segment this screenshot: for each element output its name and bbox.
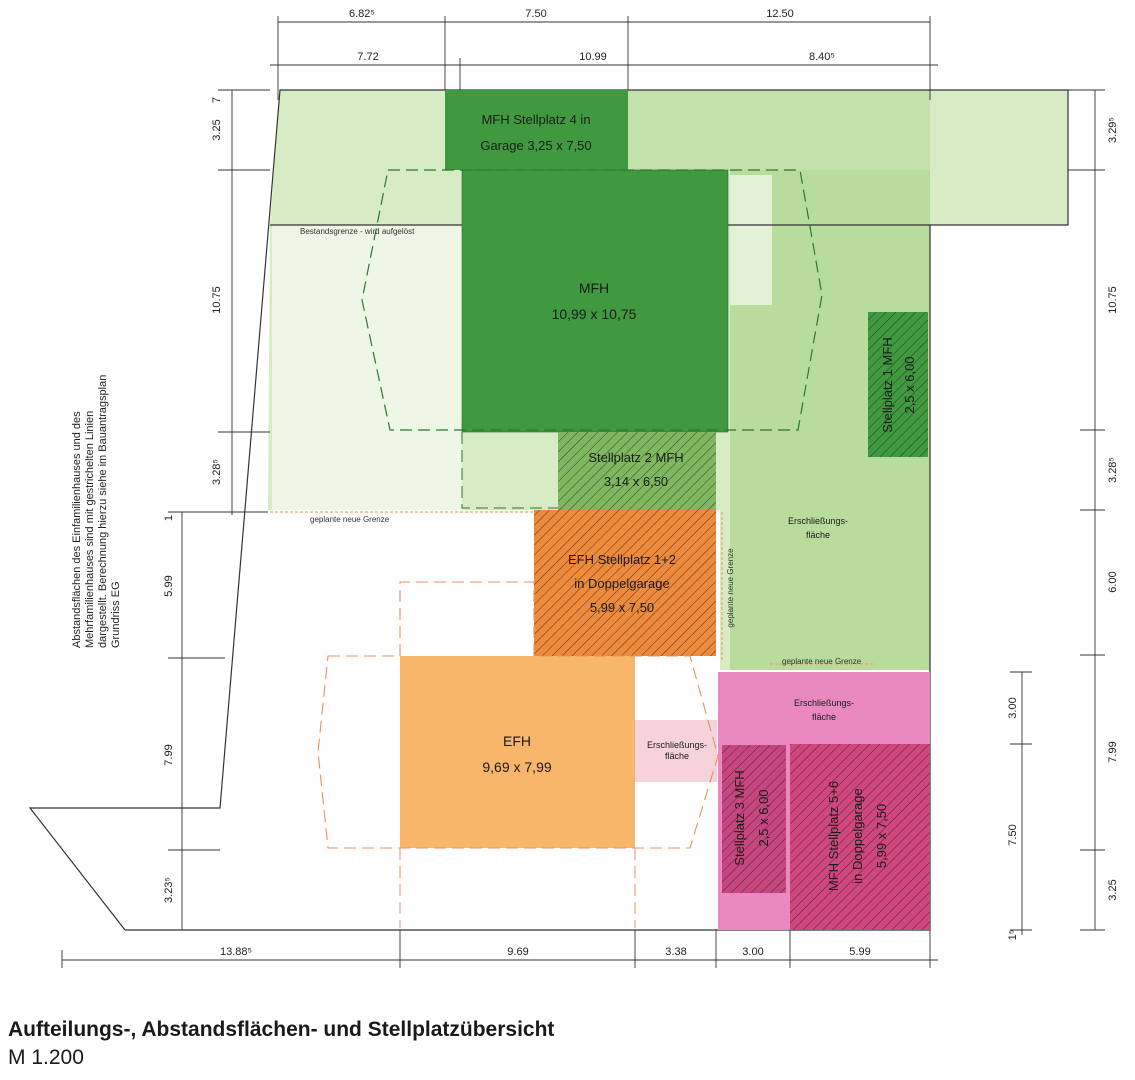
label-efh-line1: EFH bbox=[503, 733, 531, 749]
dim-left-4: 3.28⁵ bbox=[211, 459, 223, 485]
dim-right-inner-1: 3.00 bbox=[1007, 697, 1019, 718]
efh-doppelgarage-hatch bbox=[534, 510, 716, 656]
dim-top-2: 7.50 bbox=[525, 8, 546, 20]
dim-top-1: 6.82⁵ bbox=[349, 8, 375, 20]
dimension-lines bbox=[61, 16, 1105, 968]
dim-left-2: 3.25 bbox=[211, 119, 223, 140]
dim-left-3: 10.75 bbox=[211, 286, 223, 314]
side-note-line3: dargestellt. Berechnung hierzu siehe im … bbox=[97, 375, 109, 648]
dim-bottom-3: 3.38 bbox=[665, 946, 686, 958]
dim-top-3: 12.50 bbox=[766, 8, 794, 20]
label-mfh-line2: 10,99 x 10,75 bbox=[552, 306, 637, 322]
plan-title: Aufteilungs-, Abstandsflächen- und Stell… bbox=[8, 1018, 555, 1041]
label-stellplatz1-line2: 2,5 x 6,00 bbox=[902, 356, 917, 413]
mfh-building bbox=[461, 169, 729, 433]
side-note-line4: Grundriss EG bbox=[110, 581, 122, 648]
label-erschliessung-pink-line1: Erschließungs- bbox=[794, 698, 854, 708]
dim-left-1: 7 bbox=[211, 97, 223, 103]
dim-right-1: 3.29⁵ bbox=[1107, 117, 1119, 143]
stellplatz-2-hatch bbox=[558, 432, 716, 510]
efh-erschliessung bbox=[635, 720, 717, 782]
dim-right-5: 7.99 bbox=[1107, 741, 1119, 762]
label-erschliessung-small-line2: fläche bbox=[665, 751, 689, 761]
site-plan: 6.82⁵ 7.50 12.50 7.72 10.99 8.40⁵ 7 3.25… bbox=[28, 8, 1119, 968]
label-stellplatz1-line1: Stellplatz 1 MFH bbox=[880, 337, 895, 432]
dim-right-inner-2: 7.50 bbox=[1007, 824, 1019, 845]
side-note-line2: Mehrfamilienhauses sind mit gestrichelte… bbox=[84, 411, 96, 648]
dim-left-8: 3.23⁵ bbox=[163, 877, 175, 903]
dim-left-7: 7.99 bbox=[163, 744, 175, 765]
stellplatz-3-hatch bbox=[722, 745, 786, 893]
label-stellplatz3-line2: 2,5 x 6,00 bbox=[756, 789, 771, 846]
dim-right-3: 3.28⁵ bbox=[1107, 457, 1119, 483]
dim-right-2: 10.75 bbox=[1107, 286, 1119, 314]
label-efh-garage-line1: EFH Stellplatz 1+2 bbox=[568, 552, 676, 567]
label-efh-garage-line2: in Doppelgarage bbox=[574, 576, 669, 591]
label-stellplatz2-line2: 3,14 x 6,50 bbox=[604, 474, 668, 489]
dim-top-5: 10.99 bbox=[579, 51, 607, 63]
label-geplante-grenze-2: geplante neue Grenze bbox=[782, 657, 862, 666]
label-erschliessung-pink-line2: fläche bbox=[812, 712, 836, 722]
label-efh-garage-line3: 5,99 x 7,50 bbox=[590, 600, 654, 615]
mfh-garage-stellplatz-4 bbox=[445, 90, 628, 170]
side-note-line1: Abstandsflächen des Einfamilienhauses un… bbox=[71, 411, 83, 648]
mfh-doppelgarage-hatch bbox=[790, 744, 930, 930]
label-erschliessung-green-line1: Erschließungs- bbox=[788, 516, 848, 526]
mfh-erschliessung-pink bbox=[718, 672, 930, 744]
stellplatz-1-hatch bbox=[868, 312, 928, 457]
efh-building bbox=[400, 656, 635, 848]
label-erschliessung-small-line1: Erschließungs- bbox=[647, 740, 707, 750]
label-stellplatz4-line1: MFH Stellplatz 4 in bbox=[481, 112, 590, 127]
dim-right-6: 3.25 bbox=[1107, 879, 1119, 900]
mfh-abstandsflaeche bbox=[361, 169, 823, 431]
dim-right-4: 6.00 bbox=[1107, 571, 1119, 592]
label-geplante-grenze: geplante neue Grenze bbox=[310, 515, 390, 524]
dim-left-6: 5.99 bbox=[163, 575, 175, 596]
label-efh-line2: 9,69 x 7,99 bbox=[482, 759, 551, 775]
dim-left-5: 1 bbox=[163, 515, 175, 521]
dim-bottom-2: 9.69 bbox=[507, 946, 528, 958]
efh-abstandsflaeche bbox=[317, 581, 719, 849]
label-stellplatz2-line1: Stellplatz 2 MFH bbox=[588, 450, 683, 465]
label-mfh-garage56-line2: in Doppelgarage bbox=[850, 788, 865, 883]
mfh-plot-mid-zone bbox=[628, 90, 930, 170]
mfh-plot-light-zone bbox=[272, 225, 462, 510]
label-bestandsgrenze: Bestandsgrenze - wird aufgelöst bbox=[300, 227, 415, 236]
label-mfh-garage56-line3: 5,99 x 7,50 bbox=[874, 804, 889, 868]
dim-top-6: 8.40⁵ bbox=[809, 51, 835, 63]
dim-right-inner-3: 1⁵ bbox=[1007, 930, 1019, 941]
label-mfh-line1: MFH bbox=[579, 280, 609, 296]
label-stellplatz4-line2: Garage 3,25 x 7,50 bbox=[480, 138, 591, 153]
label-erschliessung-green-line2: fläche bbox=[806, 530, 830, 540]
mfh-abstandsflaeche-lower bbox=[461, 432, 558, 509]
label-mfh-garage56-line1: MFH Stellplatz 5+6 bbox=[826, 781, 841, 891]
dim-bottom-5: 5.99 bbox=[849, 946, 870, 958]
plan-scale: M 1.200 bbox=[8, 1046, 84, 1069]
label-stellplatz3-line1: Stellplatz 3 MFH bbox=[732, 770, 747, 865]
label-geplante-grenze-vertical: geplante neue Grenze bbox=[726, 548, 735, 628]
dim-top-4: 7.72 bbox=[357, 51, 378, 63]
mfh-light-gap bbox=[730, 175, 772, 305]
dim-bottom-1: 13.88⁵ bbox=[220, 946, 252, 958]
dim-bottom-4: 3.00 bbox=[742, 946, 763, 958]
